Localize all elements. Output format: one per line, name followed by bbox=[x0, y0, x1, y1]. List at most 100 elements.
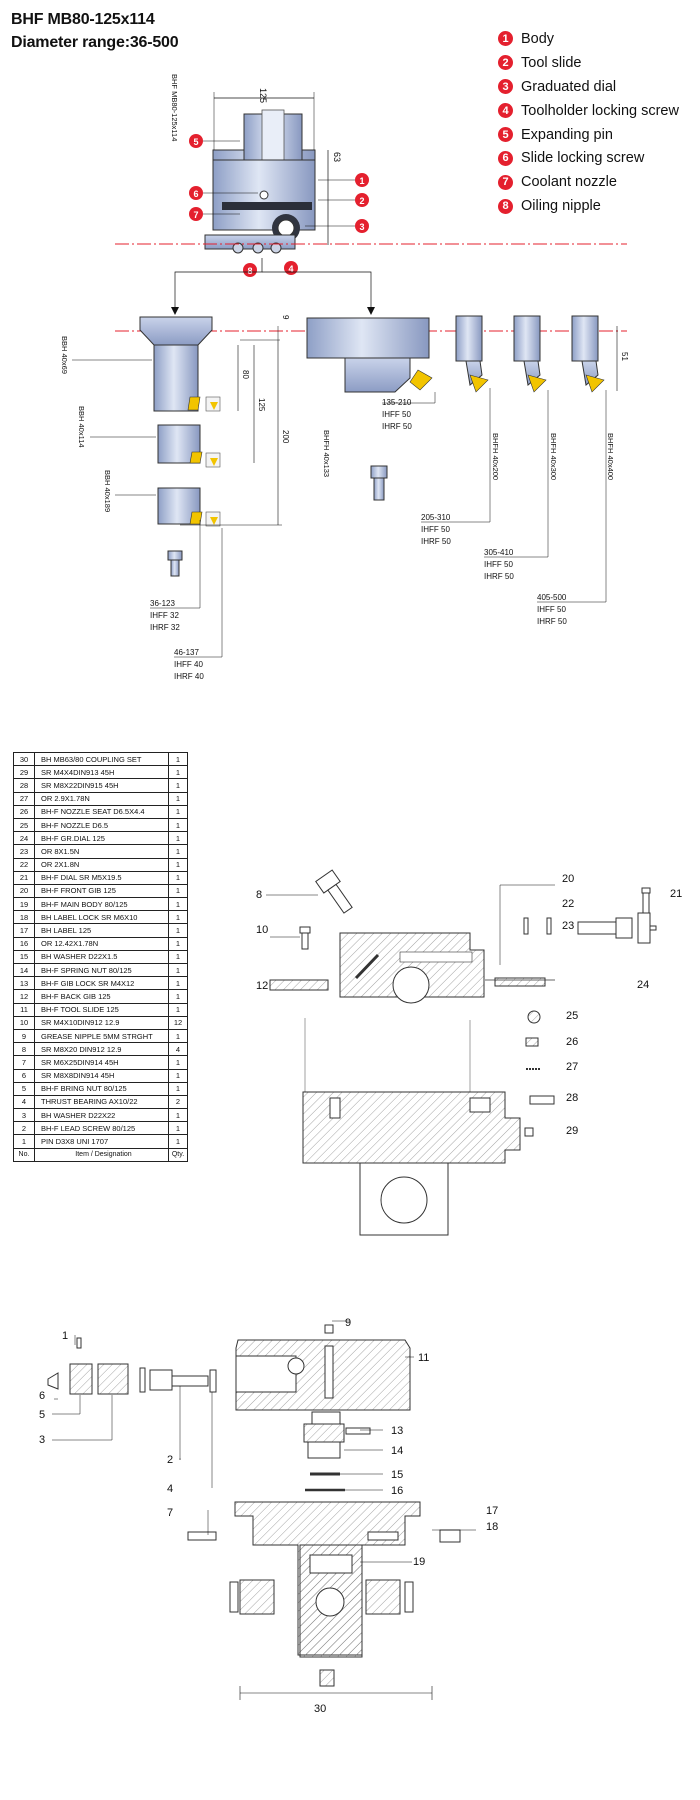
callout-5: 5 bbox=[193, 137, 198, 147]
dim-9-label: 9 bbox=[281, 315, 290, 320]
table-cell-no: 4 bbox=[13, 1094, 35, 1110]
table-cell-item: OR 12.42X1.78N bbox=[34, 936, 169, 951]
head-callouts: 5 6 7 1 2 3 8 4 bbox=[189, 134, 369, 277]
callout-10-label: 10 bbox=[256, 924, 268, 936]
table-cell-no: 25 bbox=[13, 817, 35, 833]
callout-16-label: 16 bbox=[391, 1485, 403, 1497]
table-cell-item: BH-F BACK GIB 125 bbox=[34, 989, 169, 1004]
callout-28-label: 28 bbox=[566, 1092, 578, 1104]
callout-6-label: 6 bbox=[39, 1390, 45, 1402]
legend-label: Coolant nozzle bbox=[521, 174, 617, 191]
table-cell-no: 27 bbox=[13, 791, 35, 806]
boring-slide-133 bbox=[306, 317, 433, 393]
callout-18-label: 18 bbox=[486, 1521, 498, 1533]
number-6-icon: 6 bbox=[498, 150, 513, 166]
range-text: 205-310 bbox=[421, 513, 451, 522]
small-inserts bbox=[205, 396, 221, 527]
bar-screw bbox=[167, 550, 183, 577]
table-cell-no: 21 bbox=[13, 870, 35, 885]
table-cell-no: 1 bbox=[13, 1134, 35, 1149]
table-cell-qty: 1 bbox=[168, 870, 188, 885]
table-cell-qty: 1 bbox=[168, 791, 188, 806]
table-cell-qty: 1 bbox=[168, 936, 188, 951]
callout-27-label: 27 bbox=[566, 1061, 578, 1073]
table-cell-qty: 1 bbox=[168, 817, 188, 833]
exploded-view-2 bbox=[47, 1320, 476, 1700]
table-cell-qty: 1 bbox=[168, 1055, 188, 1070]
insert-text: IHFF 50 bbox=[537, 605, 566, 614]
range-405-500: 405-500 IHFF 50 IHRF 50 bbox=[537, 593, 567, 626]
insert-text: IHFF 40 bbox=[174, 660, 203, 669]
tool-slide-section bbox=[339, 932, 485, 1004]
dim-125-label: 125 bbox=[258, 88, 268, 103]
callout-25-label: 25 bbox=[566, 1010, 578, 1022]
overview-drawing: BHF MB80-125x114 125 63 5 6 7 1 2 3 8 4 bbox=[60, 74, 629, 681]
graduated-dial-24 bbox=[577, 912, 657, 944]
table-cell-no: 8 bbox=[13, 1042, 35, 1057]
table-cell-no: 10 bbox=[13, 1015, 35, 1030]
table-cell-item: BH-F GIB LOCK SR M4X12 bbox=[34, 976, 169, 991]
callout-6: 6 bbox=[193, 189, 198, 199]
callout-3: 3 bbox=[359, 222, 364, 232]
number-3-icon: 3 bbox=[498, 79, 513, 95]
table-cell-no: 22 bbox=[13, 857, 35, 872]
insert-text: IHRF 32 bbox=[150, 623, 180, 632]
table-cell-item: SR M8X20 DIN912 12.9 bbox=[34, 1042, 169, 1057]
table-cell-no: 15 bbox=[13, 949, 35, 965]
slide-label-300: BHFH 40x300 bbox=[549, 433, 558, 480]
legend-label: Slide locking screw bbox=[521, 150, 645, 167]
table-cell-item: BH-F LEAD SCREW 80/125 bbox=[34, 1121, 169, 1136]
callout-12-label: 12 bbox=[256, 980, 268, 992]
page-title: BHF MB80-125x114 bbox=[11, 11, 155, 28]
page-subtitle: Diameter range:36-500 bbox=[11, 34, 179, 51]
table-cell-item: BH-F MAIN BODY 80/125 bbox=[34, 897, 169, 912]
table-cell-item: BH-F DIAL SR M5X19.5 bbox=[34, 870, 169, 885]
range-305-410: 305-410 IHFF 50 IHRF 50 bbox=[484, 548, 514, 581]
bar-label-69: BBH 40x69 bbox=[60, 336, 69, 374]
bar-label-114: BBH 40x114 bbox=[77, 406, 86, 448]
table-cell-no: 12 bbox=[13, 989, 35, 1004]
table-cell-item: OR 8X1.5N bbox=[34, 844, 169, 859]
table-cell-qty: 1 bbox=[168, 765, 188, 780]
number-2-icon: 2 bbox=[498, 55, 513, 71]
table-cell-no: 11 bbox=[13, 1002, 35, 1017]
dim-125-bar-label: 125 bbox=[257, 398, 266, 412]
table-header-item: Item / Designation bbox=[34, 1147, 169, 1162]
boring-slide-400 bbox=[571, 315, 605, 393]
range-text: 135-210 bbox=[382, 398, 412, 407]
range-46-137: 46-137 IHFF 40 IHRF 40 bbox=[174, 648, 204, 681]
number-1-icon: 1 bbox=[498, 31, 513, 47]
dim-80-label: 80 bbox=[241, 370, 250, 379]
range-205-310: 205-310 IHFF 50 IHRF 50 bbox=[421, 513, 451, 546]
dim-63-label: 63 bbox=[332, 152, 342, 162]
callout-15-label: 15 bbox=[391, 1469, 403, 1481]
insert-text: IHRF 50 bbox=[421, 537, 451, 546]
table-cell-qty: 2 bbox=[168, 1094, 188, 1110]
callout-9-label: 9 bbox=[345, 1317, 351, 1329]
slide-label-400: BHFH 40x400 bbox=[606, 433, 615, 480]
boring-bar-114 bbox=[157, 424, 203, 464]
boring-bar-69 bbox=[139, 316, 213, 412]
callout-8-label: 8 bbox=[256, 889, 262, 901]
insert-text: IHRF 40 bbox=[174, 672, 204, 681]
table-cell-qty: 1 bbox=[168, 1081, 188, 1096]
